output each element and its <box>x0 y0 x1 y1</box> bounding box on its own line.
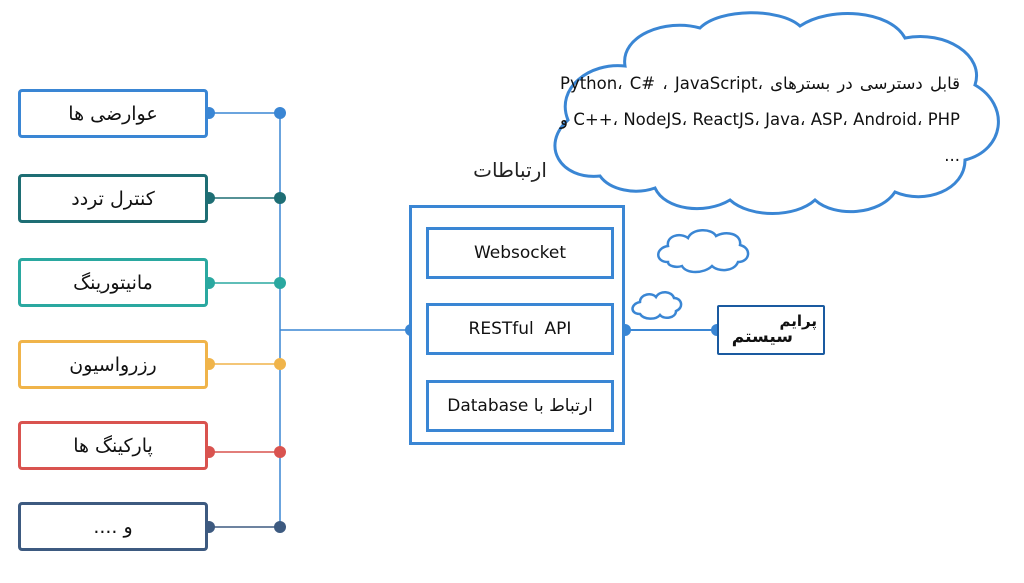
module-link-dot <box>274 358 286 370</box>
service-websocket[interactable]: Websocket <box>426 227 614 279</box>
logo-line1: پرایم <box>779 312 818 330</box>
hub-title: ارتباطات <box>473 158 547 182</box>
service-database[interactable]: ارتباط با Database <box>426 380 614 432</box>
logo-line2: سیستم <box>731 327 793 347</box>
service-restful-api[interactable]: RESTful API <box>426 303 614 355</box>
small-cloud-shape <box>657 229 750 274</box>
module-box-tolls[interactable]: عوارضی ها <box>18 89 208 138</box>
module-link-dot <box>274 107 286 119</box>
module-label: رزرواسیون <box>69 353 157 376</box>
communications-hub: Websocket RESTful API ارتباط با Database <box>409 205 625 445</box>
module-label: کنترل تردد <box>71 187 155 210</box>
module-label: مانیتورینگ <box>73 271 153 294</box>
module-box-reservation[interactable]: رزرواسیون <box>18 340 208 389</box>
module-box-more[interactable]: و .... <box>18 502 208 551</box>
module-link-dot <box>274 446 286 458</box>
module-label: و .... <box>93 515 133 538</box>
module-box-access-control[interactable]: کنترل تردد <box>18 174 208 223</box>
module-link-dot <box>274 277 286 289</box>
module-link-dot <box>274 521 286 533</box>
module-box-parkings[interactable]: پارکینگ ها <box>18 421 208 470</box>
module-label: پارکینگ ها <box>73 434 153 457</box>
tiny-cloud-shape <box>631 291 683 320</box>
module-box-monitoring[interactable]: مانیتورینگ <box>18 258 208 307</box>
platforms-note: قابل دسترسی در بسترهای Python، C# ، Java… <box>560 74 961 165</box>
module-link-dot <box>274 192 286 204</box>
prime-system-logo: پرایم سیستم <box>717 305 825 355</box>
big-cloud-shape <box>553 11 1000 215</box>
module-label: عوارضی ها <box>68 102 158 125</box>
